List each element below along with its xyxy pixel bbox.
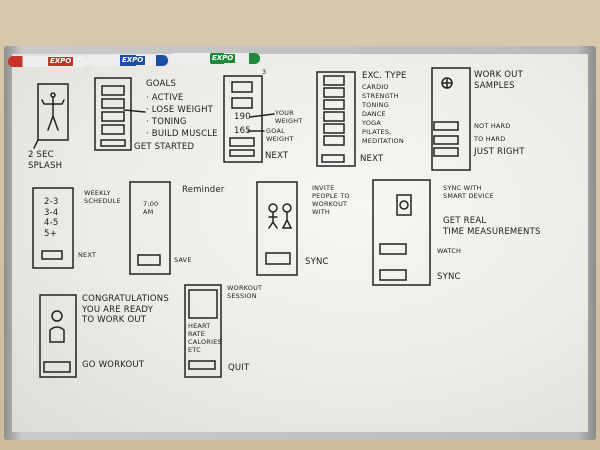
next-label: Next: [265, 151, 289, 161]
blue-marker: EXPO: [88, 55, 168, 66]
exercise-yoga: Yoga: [362, 119, 382, 127]
invite-sync-label: Sync: [305, 257, 329, 267]
schedule-next-label: Next: [78, 251, 97, 259]
option-not-hard: Not hard: [474, 122, 511, 130]
session-metrics: Heart rate calories etc: [188, 322, 222, 354]
red-marker: EXPO: [8, 56, 88, 67]
workout-session-sketch: [184, 284, 222, 378]
exercise-type-title: Exc. Type: [362, 71, 407, 81]
red-marker-label: EXPO: [48, 57, 74, 66]
blue-marker-label: EXPO: [120, 56, 146, 65]
goal-option-active: · Active: [146, 93, 184, 103]
save-label: Save: [174, 256, 192, 264]
quit-label: Quit: [228, 363, 250, 373]
smart-device-sketch: [372, 179, 431, 286]
exercise-meditation: Meditation: [362, 137, 404, 145]
goal-option-toning: · Toning: [146, 117, 187, 127]
goals-sketch: [94, 77, 146, 151]
real-time-measurements-label: Get real time measurements: [443, 216, 541, 237]
get-started-label: Get started: [134, 142, 195, 152]
your-weight-label: Your weight: [275, 109, 303, 125]
goal-weight-label: Goal weight: [266, 127, 294, 143]
reminder-sketch: [129, 181, 171, 275]
page-number: 3: [262, 68, 267, 76]
option-to-hard: To hard: [474, 135, 506, 143]
green-marker: EXPO: [170, 53, 260, 64]
reminder-time: 7:00 AM: [143, 200, 159, 216]
weight-sketch: [223, 75, 275, 163]
exercise-pilates: Pilates,: [362, 128, 392, 136]
whiteboard-surface: [12, 54, 588, 432]
workout-samples-sketch: [431, 67, 471, 171]
invite-sketch: [256, 181, 298, 276]
workout-session-title: Workout session: [227, 284, 263, 300]
weekly-schedule-sketch: [32, 187, 74, 269]
schedule-options: 2-3 3-4 4-5 5+: [44, 197, 59, 239]
watch-label: Watch: [437, 247, 462, 255]
smart-device-title: Sync with smart device: [443, 184, 494, 200]
goal-option-lose-weight: · Lose weight: [146, 105, 214, 115]
weekly-schedule-title: Weekly schedule: [84, 189, 121, 205]
whiteboard: [4, 46, 596, 440]
exercise-dance: Dance: [362, 110, 386, 118]
current-weight-value: 190: [234, 112, 251, 122]
smart-sync-label: Sync: [437, 272, 461, 282]
go-workout-label: Go workout: [82, 360, 145, 370]
option-just-right: Just right: [474, 147, 525, 157]
reminder-title: Reminder: [182, 185, 225, 195]
congrats-sketch: [39, 294, 77, 378]
goal-option-build-muscle: · Build muscle: [146, 129, 218, 139]
exercise-next-label: Next: [360, 154, 384, 164]
exercise-type-sketch: [316, 71, 356, 167]
exercise-cardio: Cardio: [362, 83, 389, 91]
exercise-toning: Toning: [362, 101, 389, 109]
invite-title: Invite people to workout with: [312, 184, 350, 216]
goals-title: Goals: [146, 79, 177, 89]
green-marker-label: EXPO: [210, 54, 236, 63]
workout-samples-title: Work out samples: [474, 70, 523, 91]
congrats-message: Congratulations you are ready to work ou…: [82, 294, 169, 325]
splash-sketch: [33, 83, 69, 149]
exercise-strength: Strength: [362, 92, 399, 100]
splash-label: 2 sec splash: [28, 150, 63, 171]
goal-weight-value: 165: [234, 126, 251, 136]
